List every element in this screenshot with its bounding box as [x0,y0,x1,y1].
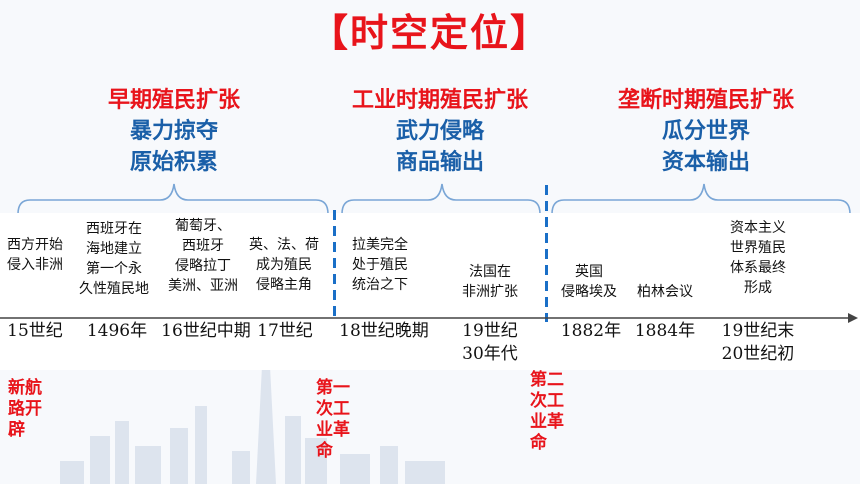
event-text: 形成 [744,280,772,296]
date-text: 16世纪中期 [161,321,251,341]
date-9: 19世纪末 20世纪初 [710,320,806,366]
event-text: 海地建立 [86,241,142,257]
label-second-industrial-revolution: 第二 次工 业革 命 [530,370,564,454]
date-4: 17世纪 [250,320,320,343]
event-text: 侵略主角 [256,277,312,293]
side-label-text: 命 [316,441,333,461]
date-text: 17世纪 [257,321,313,341]
date-8: 1884年 [630,320,700,343]
divider-monopoly [545,185,548,322]
period-name: 垄断时期殖民扩张 [617,88,794,113]
period-name: 早期殖民扩张 [107,88,240,113]
event-text: 处于殖民 [352,257,408,273]
period-braces [17,183,851,215]
event-text: 资本主义 [730,220,786,236]
event-text: 体系最终 [730,260,786,276]
event-text: 葡萄牙、 [175,218,231,234]
event-text: 成为殖民 [256,257,312,273]
timeline-axis [0,313,858,323]
period-monopoly: 垄断时期殖民扩张 瓜分世界 资本输出 [596,85,816,178]
label-new-sea-route: 新航 路开 辟 [8,378,42,441]
period-early: 早期殖民扩张 暴力掠夺 原始积累 [74,85,274,178]
period-industrial: 工业时期殖民扩张 武力侵略 商品输出 [330,85,550,178]
event-8: 柏林会议 [630,282,700,302]
brace-early [17,183,329,215]
period-name: 工业时期殖民扩张 [351,88,528,113]
event-text: 法国在 [469,264,511,280]
period-line: 暴力掠夺 [129,119,218,144]
date-text: 30年代 [462,344,518,364]
event-3: 葡萄牙、 西班牙 侵略拉丁 美洲、亚洲 [162,216,244,296]
date-text: 15世纪 [7,321,63,341]
side-label-text: 业革 [530,412,564,432]
date-text: 18世纪晚期 [339,321,429,341]
side-label-text: 业革 [316,420,350,440]
event-text: 第一个永 [86,261,142,277]
date-text: 1496年 [86,321,148,341]
event-text: 柏林会议 [637,284,693,300]
event-text: 侵入非洲 [7,257,63,273]
event-text: 西方开始 [7,237,63,253]
city-skyline-decoration [60,366,445,484]
event-2: 西班牙在 海地建立 第一个永 久性殖民地 [74,219,154,299]
side-label-text: 路开 [8,399,42,419]
date-7: 1882年 [556,320,626,343]
date-5: 18世纪晚期 [336,320,432,343]
date-3: 16世纪中期 [158,320,254,343]
event-text: 世界殖民 [730,240,786,256]
brace-monopoly [551,183,851,215]
period-line: 商品输出 [395,150,484,175]
event-1: 西方开始 侵入非洲 [0,235,70,275]
divider-industrial [333,210,336,322]
event-text: 侵略拉丁 [175,258,231,274]
period-line: 武力侵略 [395,119,484,144]
date-2: 1496年 [82,320,152,343]
event-7: 英国 侵略埃及 [554,262,624,302]
side-label-text: 次工 [316,399,350,419]
event-text: 英、法、荷 [249,237,319,253]
event-6: 法国在 非洲扩张 [450,262,530,302]
date-text: 19世纪末 [721,321,795,341]
side-label-text: 辟 [8,420,25,440]
event-text: 久性殖民地 [79,281,149,297]
period-line: 原始积累 [129,150,218,175]
timeline-band [0,213,860,370]
event-text: 英国 [575,264,603,280]
period-line: 瓜分世界 [661,119,750,144]
side-label-text: 第二 [530,370,564,390]
event-text: 拉美完全 [352,237,408,253]
event-text: 西班牙 [182,238,224,254]
event-text: 统治之下 [352,277,408,293]
page-title: 【时空定位】 [309,11,550,55]
label-first-industrial-revolution: 第一 次工 业革 命 [316,378,350,462]
event-4: 英、法、荷 成为殖民 侵略主角 [244,235,324,295]
event-text: 侵略埃及 [561,284,617,300]
event-5: 拉美完全 处于殖民 统治之下 [342,235,418,295]
brace-industrial [341,183,541,215]
date-text: 1882年 [560,321,622,341]
date-text: 19世纪 [462,321,518,341]
date-6: 19世纪 30年代 [450,320,530,366]
side-label-text: 命 [530,433,547,453]
side-label-text: 次工 [530,391,564,411]
event-text: 美洲、亚洲 [168,278,238,294]
event-text: 非洲扩张 [462,284,518,300]
date-text: 20世纪初 [721,344,795,364]
period-line: 资本输出 [661,150,750,175]
event-9: 资本主义 世界殖民 体系最终 形成 [718,218,798,298]
side-label-text: 新航 [8,378,42,398]
side-label-text: 第一 [316,378,350,398]
date-1: 15世纪 [0,320,70,343]
event-text: 西班牙在 [86,221,142,237]
date-text: 1884年 [634,321,696,341]
